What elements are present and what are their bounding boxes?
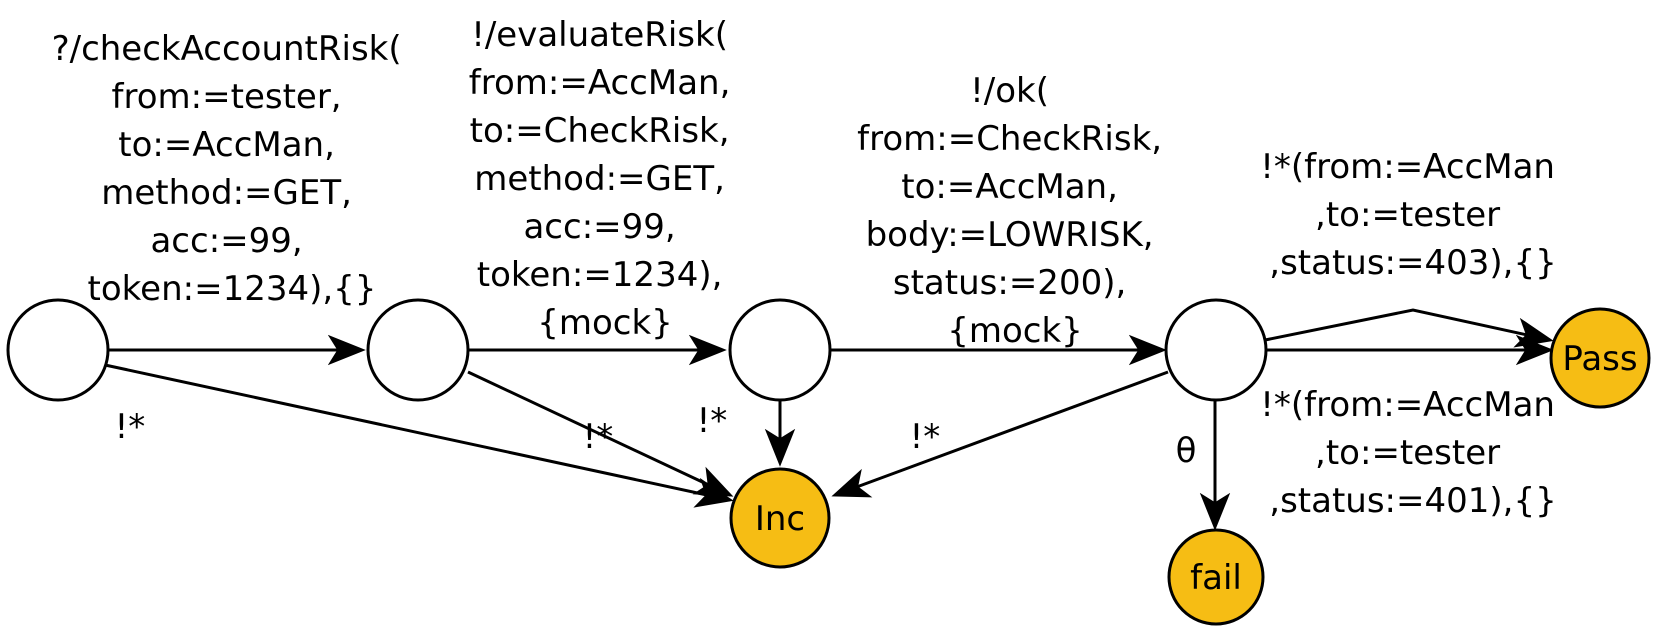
state-s3: [1164, 298, 1268, 402]
e2-line-4: acc:=99,: [523, 207, 675, 247]
state-s0: [6, 298, 110, 402]
e3-line-3: body:=LOWRISK,: [866, 215, 1154, 255]
state-inc: [729, 467, 831, 569]
state-fail-label: fail: [1190, 558, 1242, 598]
e2-line-3: method:=GET,: [474, 159, 725, 199]
edge-label-status-401: !*(from:=AccMan ,to:=tester ,status:=401…: [1260, 385, 1566, 521]
e3-line-1: from:=CheckRisk,: [857, 119, 1162, 159]
e5-line-1: ,to:=tester: [1315, 433, 1500, 473]
e1-line-1: from:=tester,: [112, 77, 342, 117]
e4-line-0: !*(from:=AccMan: [1260, 147, 1555, 187]
e2-line-0: !/evaluateRisk(: [471, 15, 728, 55]
e2-line-5: token:=1234),: [477, 255, 723, 295]
e3-line-0: !/ok(: [970, 71, 1049, 111]
state-fail: [1167, 528, 1265, 626]
e5-line-0: !*(from:=AccMan: [1260, 385, 1555, 425]
e2-line-6: {mock}: [537, 303, 673, 343]
e1-line-5: token:=1234),{}: [88, 269, 377, 309]
state-s2: [728, 298, 832, 402]
e5-line-2: ,status:=401),{}: [1269, 481, 1556, 521]
e2-line-1: from:=AccMan,: [469, 63, 731, 103]
edge-label-s1-bang: !*: [583, 417, 614, 457]
edge-s0-inc: [104, 363, 734, 508]
edge-s1-inc: [467, 370, 734, 497]
edge-s3-pass-upper: [1264, 308, 1554, 348]
e3-line-5: {mock}: [947, 311, 1083, 351]
e2-line-2: to:=CheckRisk,: [470, 111, 730, 151]
edge-label-theta: θ: [1176, 431, 1197, 471]
edge-label-check-account-risk: ?/checkAccountRisk( from:=tester, to:=Ac…: [52, 29, 413, 309]
edge-label-ok: !/ok( from:=CheckRisk, to:=AccMan, body:…: [857, 71, 1173, 351]
state-s1: [366, 298, 470, 402]
e3-line-2: to:=AccMan,: [901, 167, 1118, 207]
e3-line-4: status:=200),: [893, 263, 1126, 303]
edge-label-evaluate-risk: !/evaluateRisk( from:=AccMan, to:=CheckR…: [469, 15, 741, 343]
state-pass: [1549, 307, 1651, 409]
e1-line-2: to:=AccMan,: [118, 125, 335, 165]
edge-s3-inc: [831, 370, 1169, 498]
edge-label-s0-bang: !*: [115, 407, 146, 447]
edge-label-s2-bang: !*: [697, 401, 728, 441]
e4-line-2: ,status:=403),{}: [1269, 243, 1556, 283]
state-pass-label: Pass: [1562, 339, 1637, 379]
e4-line-1: ,to:=tester: [1315, 195, 1500, 235]
edge-label-status-403: !*(from:=AccMan ,to:=tester ,status:=403…: [1260, 147, 1566, 283]
e1-line-0: ?/checkAccountRisk(: [52, 29, 402, 69]
edge-label-s3-bang: !*: [910, 417, 941, 457]
e1-line-4: acc:=99,: [150, 221, 302, 261]
e1-line-3: method:=GET,: [101, 173, 352, 213]
state-inc-label: Inc: [755, 499, 805, 539]
